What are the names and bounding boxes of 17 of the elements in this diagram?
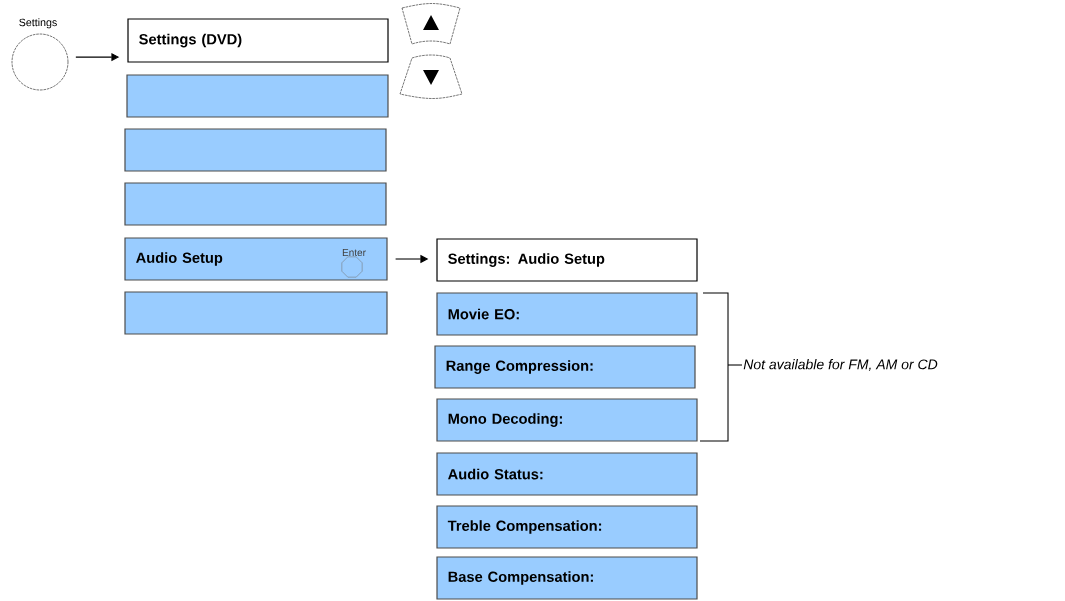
menu-item-box: Mono Decoding:	[436, 398, 698, 442]
node-label: Settings	[19, 18, 57, 29]
enter-button: Enter	[341, 249, 366, 278]
blank-menu-box	[124, 182, 387, 226]
menu-item-box: Range Compression:	[434, 345, 696, 389]
blank-menu-box	[124, 291, 388, 335]
menu-item-box: Movie EO:	[436, 292, 698, 336]
blank-menu-box	[124, 128, 387, 172]
blank-menu-box	[126, 74, 389, 118]
menu-title-box: Settings (DVD)	[127, 18, 389, 63]
menu-title-box: Settings: Audio Setup	[436, 238, 698, 282]
node-label: Enter	[342, 249, 366, 257]
round-button: Settings	[11, 18, 69, 91]
note-text: Not available for FM, AM or CD	[743, 359, 938, 371]
menu-item-box: Base Compensation:	[436, 556, 698, 600]
menu-item-box: Treble Compensation:	[436, 505, 698, 549]
menu-item-box: Audio Status:	[436, 452, 698, 496]
